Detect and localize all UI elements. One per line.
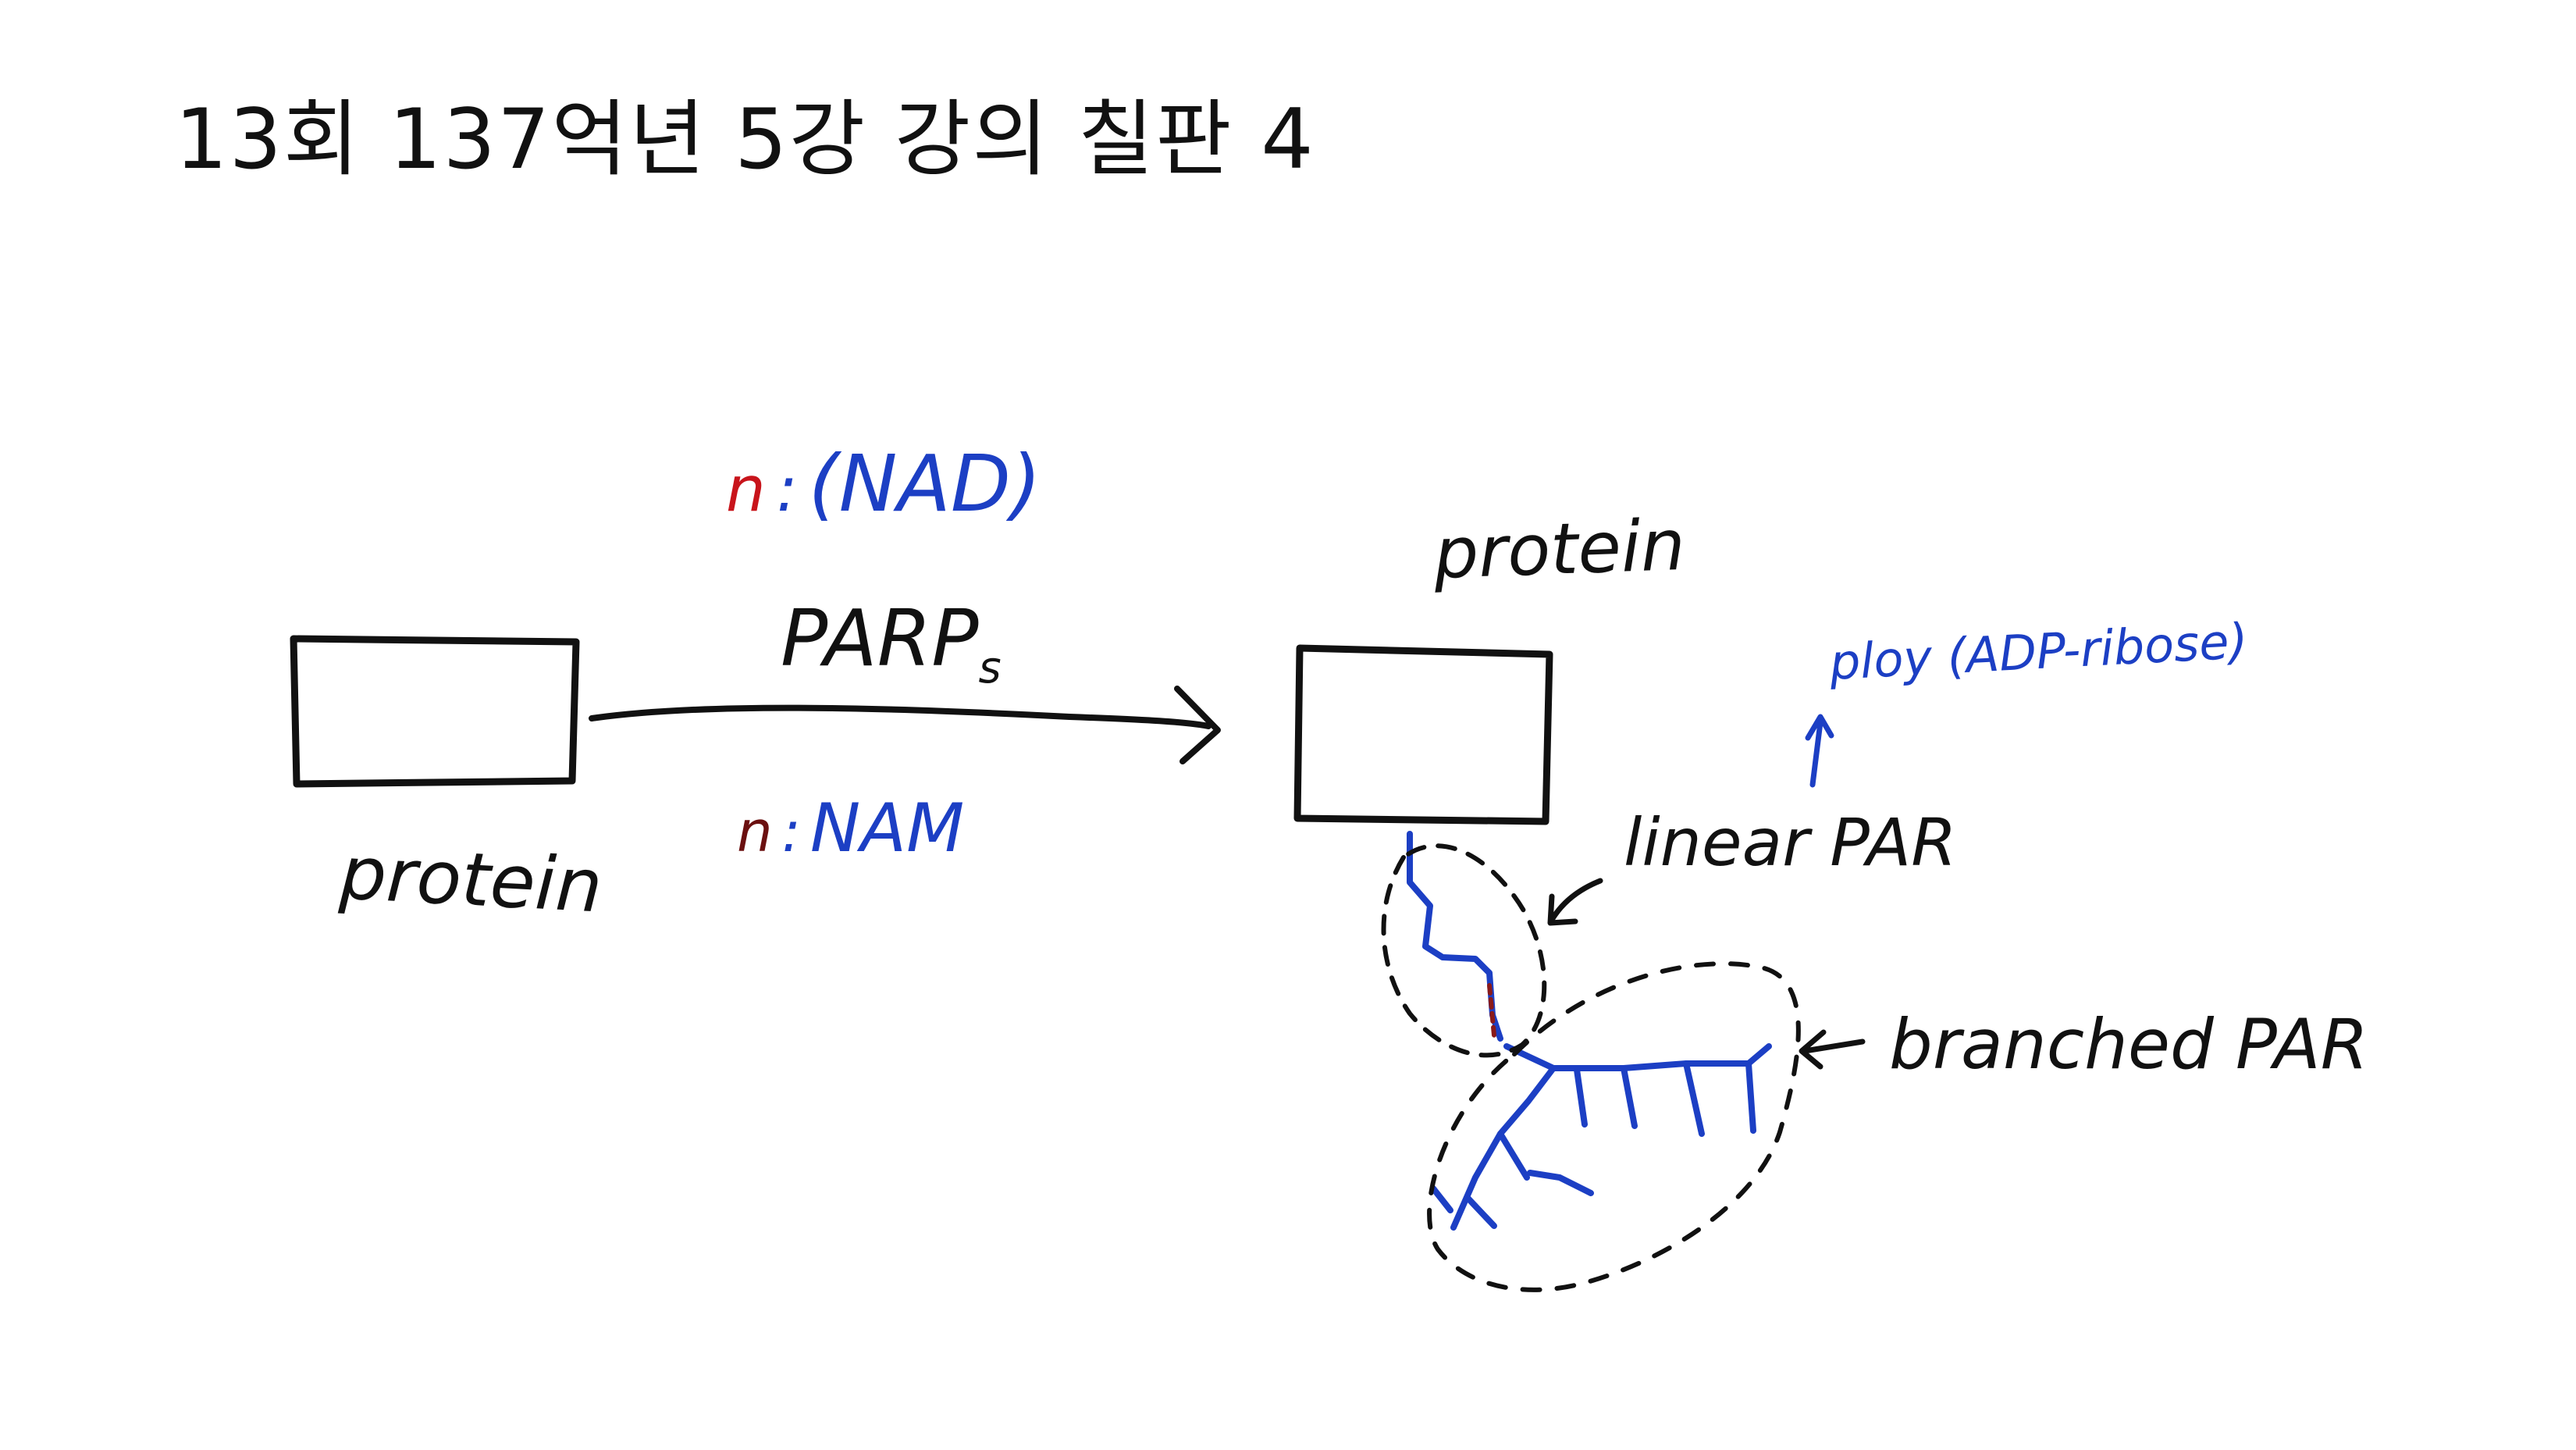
reaction-arrow bbox=[589, 704, 1212, 729]
linear-par-label: linear PAR bbox=[1624, 804, 1957, 881]
polymer-pointer-arrow bbox=[1805, 714, 1834, 788]
linear-par-pointer bbox=[1547, 878, 1603, 926]
substrate-separator: : bbox=[777, 453, 798, 525]
enzyme-label: PARPs bbox=[781, 593, 1002, 693]
product-name: NAM bbox=[810, 789, 964, 868]
branched-par-region bbox=[1427, 961, 1801, 1292]
product-label: n:NAM bbox=[737, 789, 964, 868]
product-coefficient: n bbox=[737, 799, 773, 864]
linear-par-chain bbox=[1407, 831, 1503, 1042]
substrate-coefficient: n bbox=[726, 453, 766, 525]
slide-title: 13회 137억년 5강 강의 칠판 4 bbox=[175, 91, 1315, 187]
product-separator: : bbox=[782, 799, 801, 864]
protein-box-left bbox=[290, 635, 580, 788]
branched-par-label: branched PAR bbox=[1889, 1004, 2368, 1085]
protein-label-right: protein bbox=[1432, 504, 1686, 595]
protein-label-left: protein bbox=[337, 831, 604, 929]
protein-box-right bbox=[1293, 644, 1553, 825]
polymer-label: ploy (ADP-ribose) bbox=[1827, 612, 2249, 691]
substrate-label: n:(NAD) bbox=[726, 438, 1041, 529]
substrate-name: (NAD) bbox=[809, 438, 1041, 529]
enzyme-subscript: s bbox=[979, 643, 1002, 693]
reaction-arrowhead bbox=[1174, 686, 1221, 764]
enzyme-name: PARP bbox=[781, 593, 979, 684]
branched-par-pointer bbox=[1799, 1029, 1866, 1070]
branched-par-tree bbox=[1430, 1043, 1772, 1231]
linear-par-red-segment bbox=[1487, 983, 1496, 1038]
